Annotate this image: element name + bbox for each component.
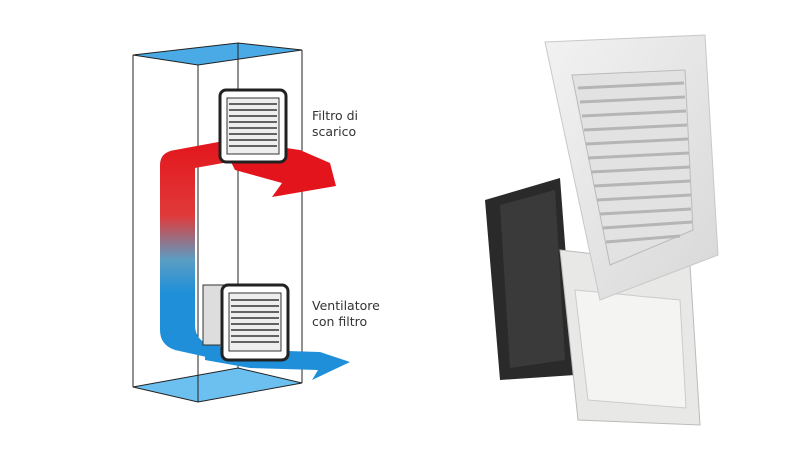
exhaust-filter-illustration	[218, 88, 288, 164]
exhaust-filter-label-line2: scarico	[312, 124, 357, 139]
fan-filter-label-line2: con filtro	[312, 314, 368, 329]
fan-filter-product-photo	[485, 34, 719, 426]
fan-filter-illustration	[202, 283, 290, 362]
air-channel-vertical	[160, 138, 240, 360]
cabinet-top-face	[132, 42, 303, 66]
cabinet-bottom-face	[132, 367, 303, 403]
exhaust-filter-label-line1: Filtro di	[312, 108, 359, 123]
filter-mat	[574, 289, 687, 409]
exhaust-filter-label: Filtro di scarico	[312, 108, 358, 140]
fan-filter-label-line1: Ventilatore	[312, 298, 380, 313]
fan-filter-label: Ventilatore con filtro	[312, 298, 380, 330]
